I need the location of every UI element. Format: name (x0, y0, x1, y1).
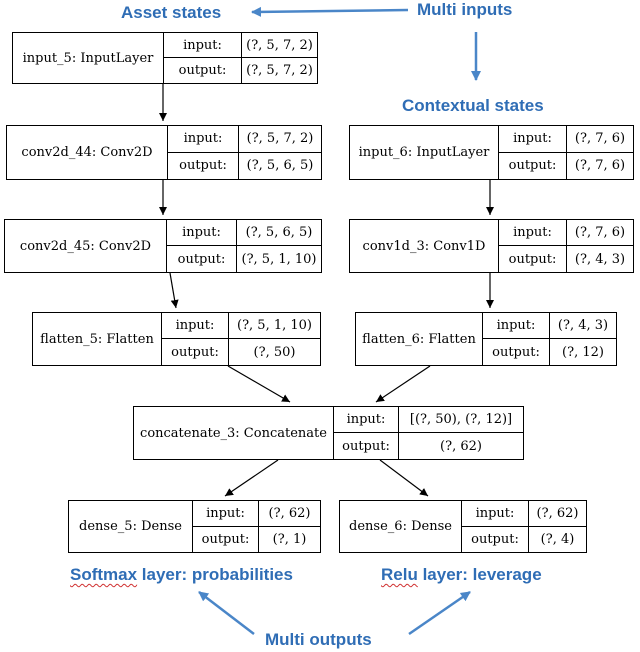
output-shape: (?, 5, 1, 10) (241, 251, 317, 267)
layer-concatenate-3: concatenate_3: Concatenate input: output… (133, 406, 524, 460)
input-label: input: (193, 501, 259, 527)
layer-flatten-6: flatten_6: Flatten input: output: (?, 4,… (355, 312, 617, 366)
output-shape: (?, 50) (253, 344, 296, 360)
input-label: input: (499, 126, 567, 153)
output-label: output: (483, 339, 550, 365)
output-shape: (?, 5, 7, 2) (246, 63, 313, 78)
input-shape: (?, 5, 7, 2) (242, 33, 317, 58)
arrow-multi-outputs-to-softmax (198, 591, 255, 635)
relu-annotation: Relu layer: leverage (381, 566, 542, 583)
layer-conv2d-45: conv2d_45: Conv2D input: output: (?, 5, … (4, 219, 322, 273)
layer-name: concatenate_3: Concatenate (134, 407, 334, 459)
layer-name: conv1d_3: Conv1D (350, 220, 499, 272)
layer-name: input_5: InputLayer (13, 33, 164, 83)
input-label: input: (483, 313, 550, 339)
output-label: output: (168, 152, 239, 179)
output-label: output: (499, 152, 567, 179)
layer-dense-6: dense_6: Dense input: output: (?, 62) (?… (339, 500, 587, 553)
multi-inputs-annotation: Multi inputs (417, 0, 513, 19)
output-label: output: (162, 339, 229, 365)
softmax-rest: layer: probabilities (137, 565, 293, 584)
layer-name: input_6: InputLayer (350, 126, 499, 179)
asset-states-annotation: Asset states (121, 3, 222, 22)
layer-dense-5: dense_5: Dense input: output: (?, 62) (?… (68, 500, 321, 553)
layer-conv2d-44: conv2d_44: Conv2D input: output: (?, 5, … (6, 125, 322, 180)
contextual-states-annotation: Contextual states (402, 96, 544, 115)
output-label: output: (164, 58, 242, 83)
layer-name: flatten_6: Flatten (356, 313, 483, 365)
softmax-word: Softmax (70, 565, 138, 584)
edge-conv2d45-flatten5 (169, 272, 179, 309)
output-shape: (?, 12) (562, 344, 604, 360)
layer-flatten-5: flatten_5: Flatten input: output: (?, 5,… (32, 312, 321, 366)
input-shape: (?, 5, 7, 2) (239, 126, 321, 153)
relu-rest: layer: leverage (417, 565, 542, 584)
layer-input-5: input_5: InputLayer input: output: (?, 5… (12, 32, 318, 84)
arrow-multi-outputs-to-relu (408, 590, 471, 636)
output-shape: (?, 7, 6) (574, 158, 626, 174)
input-shape: (?, 4, 3) (550, 313, 616, 339)
layer-input-6: input_6: InputLayer input: output: (?, 7… (349, 125, 634, 180)
relu-word: Relu (381, 565, 418, 584)
input-shape: (?, 5, 1, 10) (229, 313, 320, 339)
input-label: input: (334, 407, 399, 433)
input-shape: (?, 62) (529, 501, 586, 527)
output-shape: (?, 62) (440, 438, 482, 454)
output-label: output: (193, 526, 259, 552)
output-shape: (?, 1) (272, 531, 307, 547)
output-label: output: (334, 433, 399, 459)
input-shape: (?, 7, 6) (567, 126, 633, 153)
input-shape: (?, 62) (259, 501, 320, 527)
output-shape: (?, 5, 6, 5) (246, 158, 314, 174)
input-label: input: (162, 313, 229, 339)
input-shape: [(?, 50), (?, 12)] (399, 407, 523, 433)
edge-flatten5-concat (227, 365, 291, 403)
output-shape: (?, 4) (540, 531, 575, 547)
edge-concat-dense5 (224, 459, 279, 497)
layer-name: flatten_5: Flatten (33, 313, 162, 365)
input-label: input: (167, 220, 237, 246)
layer-name: conv2d_45: Conv2D (5, 220, 167, 272)
edge-concat-dense6 (379, 459, 429, 497)
multi-outputs-annotation: Multi outputs (265, 630, 372, 649)
input-label: input: (168, 126, 239, 153)
output-label: output: (499, 246, 567, 272)
layer-name: dense_6: Dense (340, 501, 462, 552)
output-label: output: (167, 246, 237, 272)
softmax-annotation: Softmax layer: probabilities (70, 566, 293, 583)
arrow-multi-inputs-to-asset (251, 6, 409, 17)
input-shape: (?, 7, 6) (567, 220, 633, 246)
edge-flatten6-concat (375, 365, 431, 403)
input-label: input: (164, 33, 242, 58)
layer-conv1d-3: conv1d_3: Conv1D input: output: (?, 7, 6… (349, 219, 634, 273)
input-label: input: (462, 501, 529, 527)
input-shape: (?, 5, 6, 5) (237, 220, 321, 246)
output-label: output: (462, 526, 529, 552)
layer-name: dense_5: Dense (69, 501, 193, 552)
output-shape: (?, 4, 3) (574, 251, 626, 267)
layer-name: conv2d_44: Conv2D (7, 126, 168, 179)
input-label: input: (499, 220, 567, 246)
